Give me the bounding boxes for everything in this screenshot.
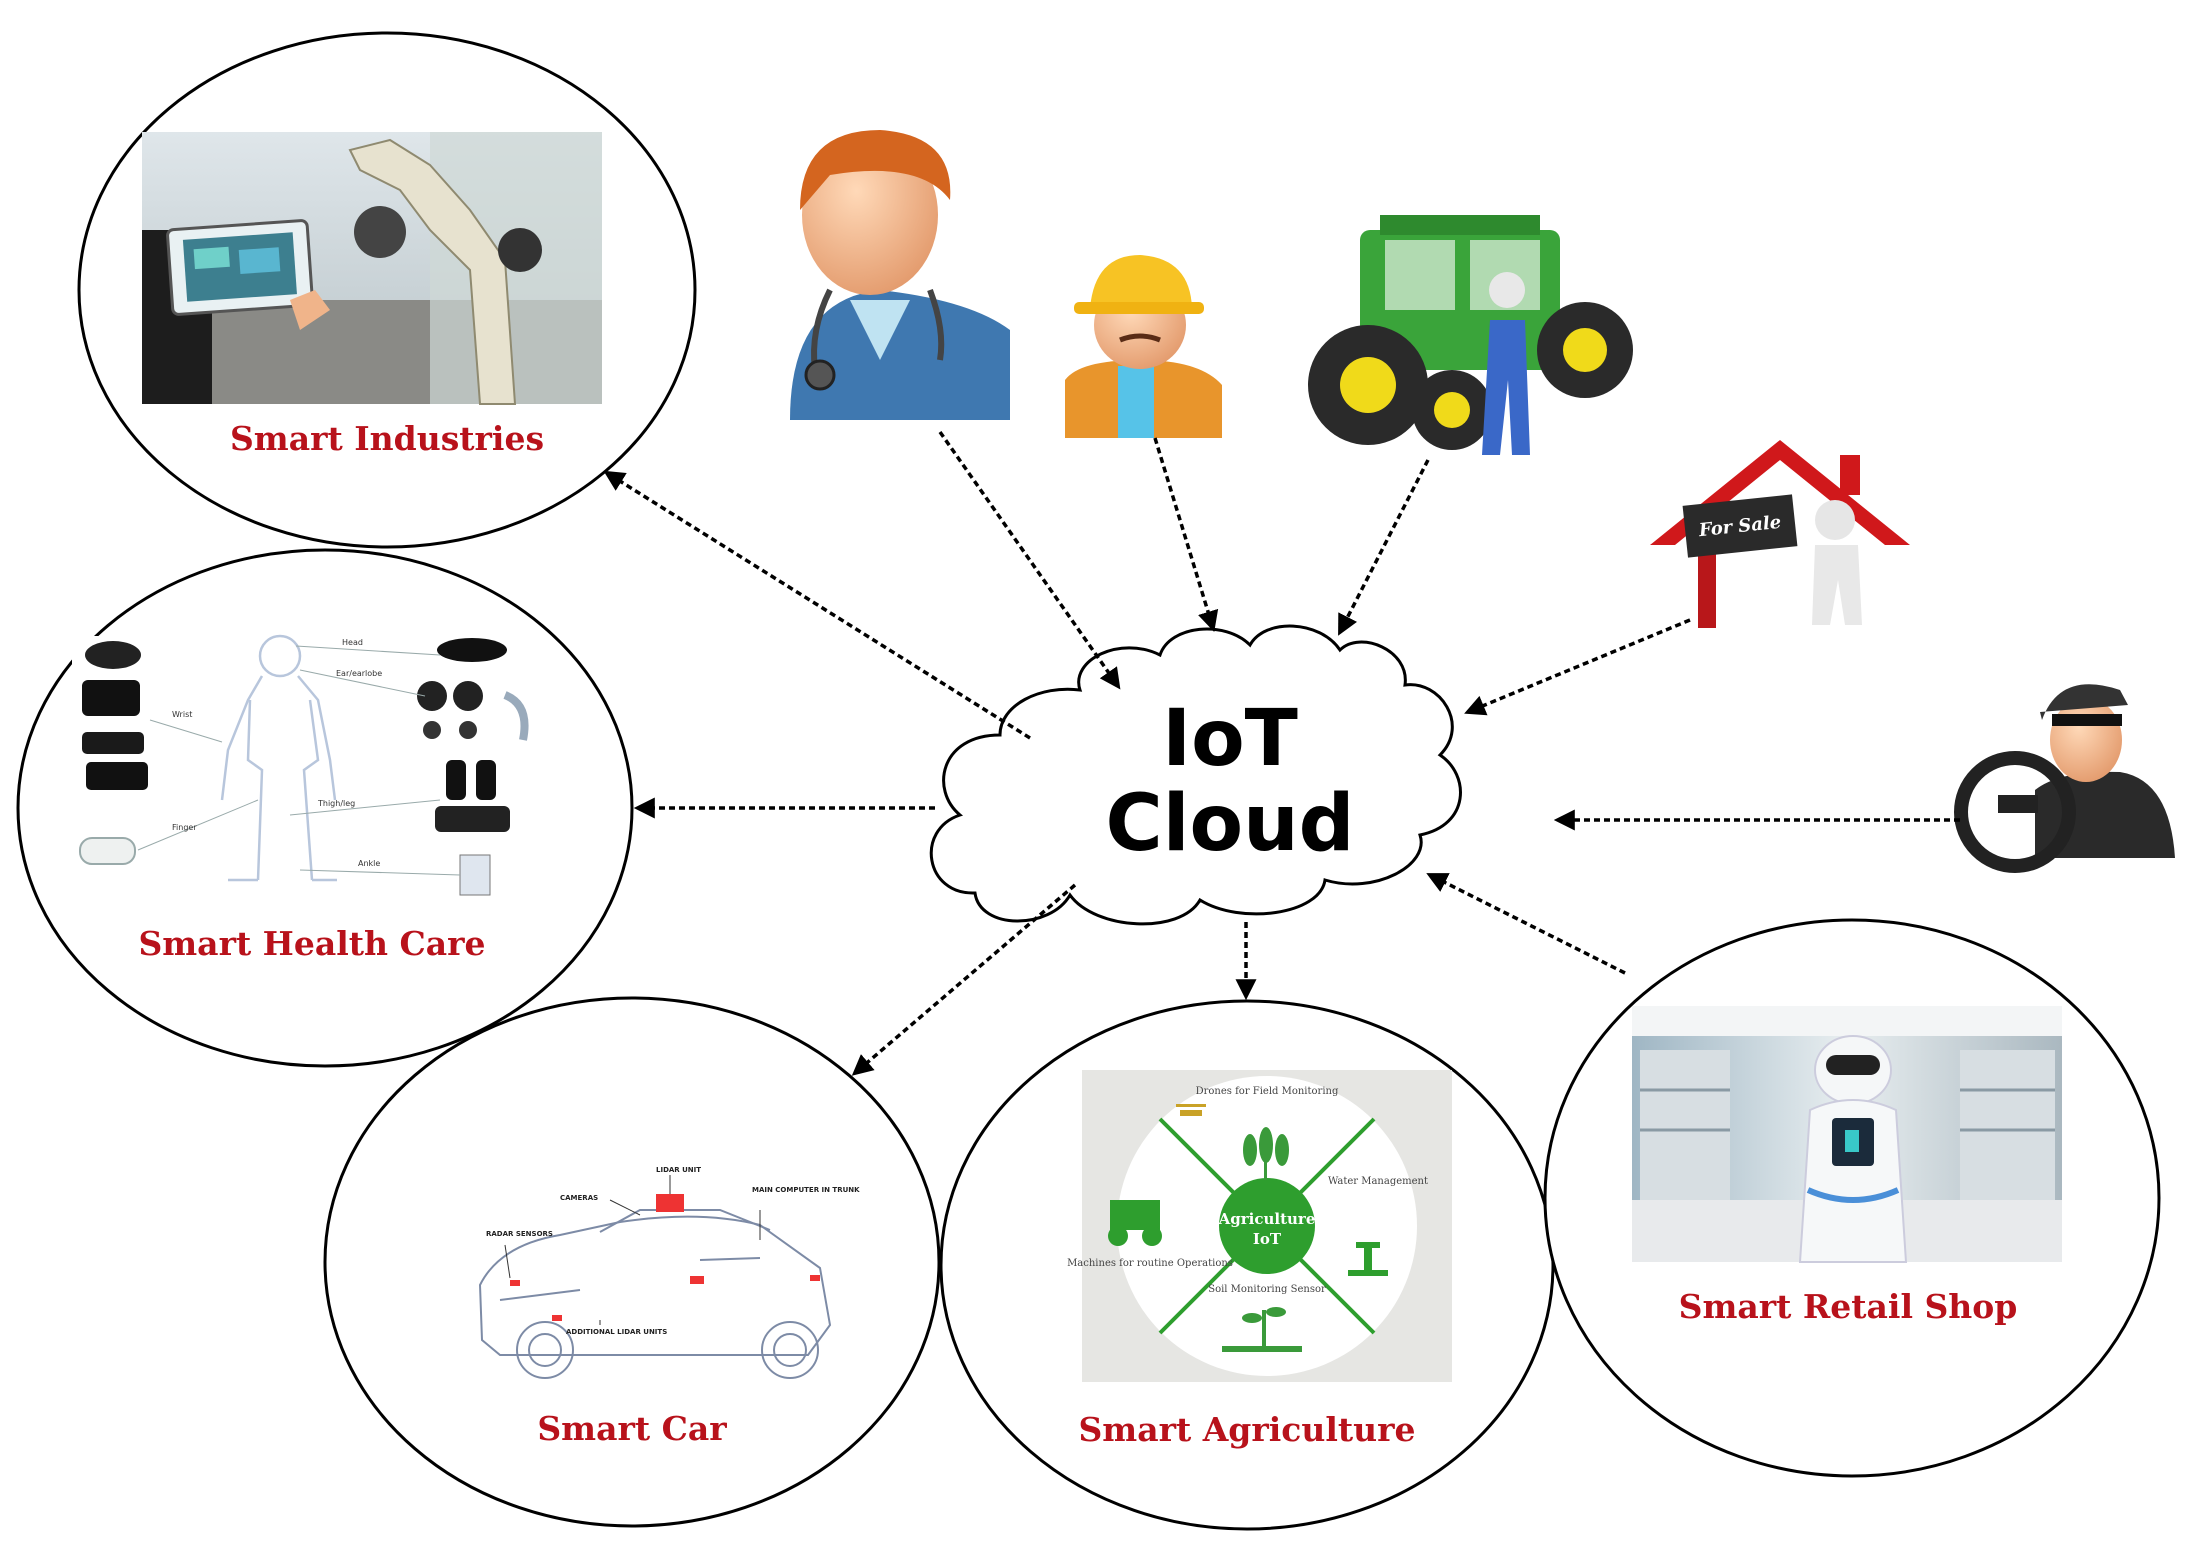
retail-image — [1632, 1006, 2062, 1263]
arrow-doctor-to-cloud — [938, 430, 1121, 690]
car-image: LIDAR UNIT CAMERAS MAIN COMPUTER IN TRUN… — [478, 1166, 860, 1379]
car-part-4: ADDITIONAL LIDAR UNITS — [566, 1328, 667, 1336]
arrow-cloud-to-car — [851, 883, 1077, 1076]
wheat-icon — [1243, 1127, 1289, 1180]
driver-icon — [1954, 684, 2175, 873]
car-part-1: CAMERAS — [560, 1194, 598, 1202]
health-body-label-3: Thigh/leg — [317, 799, 355, 808]
industries-label: Smart Industries — [230, 419, 544, 458]
agri-segment-0: Drones for Field Monitoring — [1196, 1086, 1339, 1097]
health-body-label-1: Ear/earlobe — [336, 669, 382, 678]
arrow-worker-to-cloud — [1153, 437, 1219, 633]
car-part-0: LIDAR UNIT — [656, 1166, 701, 1174]
sprinkler-icon — [1348, 1242, 1388, 1276]
iot-cloud: IoT Cloud — [929, 624, 1462, 926]
arrow-cloud-to-industries — [603, 470, 1031, 740]
health-label: Smart Health Care — [138, 924, 485, 963]
tractor-icon — [1308, 215, 1633, 455]
tractor-machine-icon — [1108, 1200, 1162, 1246]
health-body-label-0: Head — [342, 638, 363, 647]
arrow-house-to-cloud — [1464, 618, 1691, 716]
agriculture-label: Smart Agriculture — [1078, 1410, 1415, 1449]
agriculture-image: Agriculture IoT Drones for Field Monitor… — [1067, 1070, 1452, 1382]
plant-icon — [1222, 1307, 1302, 1352]
agri-segment-3: Machines for routine Operations — [1067, 1258, 1233, 1269]
health-body-label-5: Ankle — [358, 859, 380, 868]
doctor-icon — [790, 130, 1010, 420]
arrows — [603, 430, 1960, 1076]
agri-center-line2: IoT — [1253, 1230, 1282, 1248]
cloud-title-line1: IoT — [1162, 694, 1298, 784]
agri-center-line1: Agriculture — [1218, 1210, 1316, 1228]
health-body-label-2: Wrist — [172, 710, 192, 719]
health-body-label-4: Finger — [172, 823, 197, 832]
retail-label: Smart Retail Shop — [1679, 1287, 2018, 1326]
drone-icon — [1176, 1104, 1206, 1116]
car-ellipse — [323, 996, 941, 1528]
house-for-sale-icon: For Sale — [1650, 440, 1910, 628]
worker-icon — [1065, 255, 1222, 438]
industries-image — [142, 132, 602, 405]
car-part-2: MAIN COMPUTER IN TRUNK — [752, 1186, 860, 1194]
car-label: Smart Car — [537, 1409, 727, 1448]
agri-segment-2: Soil Monitoring Sensor — [1208, 1284, 1326, 1295]
car-part-3: RADAR SENSORS — [486, 1230, 553, 1238]
arrow-retail-to-cloud — [1426, 873, 1626, 975]
arrow-tractor-to-cloud — [1338, 459, 1430, 636]
agri-segment-1: Water Management — [1328, 1176, 1428, 1187]
cloud-title-line2: Cloud — [1106, 779, 1355, 869]
health-image: Head Ear/earlobe Wrist Thigh/leg Finger … — [72, 634, 529, 898]
